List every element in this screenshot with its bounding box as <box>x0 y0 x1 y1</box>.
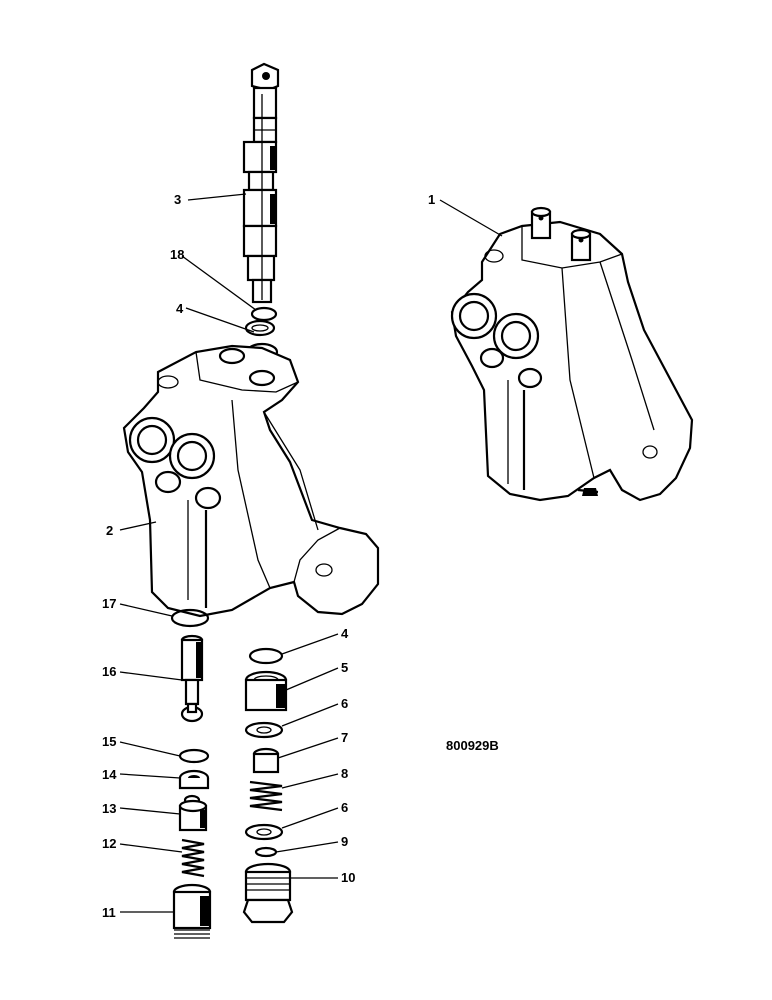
part-14-seat <box>178 769 210 790</box>
part-9-circlip <box>254 846 278 858</box>
part-18-washer <box>250 306 278 322</box>
callout-18: 18 <box>170 247 185 262</box>
callout-14: 14 <box>102 767 117 782</box>
part-12-spring <box>181 838 205 878</box>
callout-6-upper: 6 <box>341 696 349 711</box>
callout-10: 10 <box>341 870 356 885</box>
callout-2: 2 <box>106 523 114 538</box>
part-8-spring <box>249 780 283 812</box>
callout-3: 3 <box>174 192 182 207</box>
callout-4-top: 4 <box>176 301 184 316</box>
callout-5: 5 <box>341 660 349 675</box>
callout-15: 15 <box>102 734 117 749</box>
part-16-plunger <box>180 634 204 723</box>
part-5-cap <box>244 670 288 712</box>
part-11-plug <box>172 883 212 939</box>
callout-8: 8 <box>341 766 349 781</box>
callout-12: 12 <box>102 836 117 851</box>
callout-17: 17 <box>102 596 117 611</box>
part-6-washer-upper <box>244 721 284 739</box>
part-4-o-ring-lower <box>248 647 284 665</box>
callout-4-lower: 4 <box>341 626 349 641</box>
callout-7: 7 <box>341 730 349 745</box>
part-10-adjuster-plug <box>242 862 294 924</box>
part-2-valve-body <box>122 344 380 618</box>
part-4-ring-top <box>244 319 276 337</box>
part-1-valve-assembly <box>450 206 694 502</box>
callout-11: 11 <box>102 905 116 920</box>
callout-16: 16 <box>102 664 117 679</box>
callout-6-lower: 6 <box>341 800 349 815</box>
callout-1: 1 <box>428 192 436 207</box>
callout-9: 9 <box>341 834 349 849</box>
part-17-o-ring <box>170 608 210 628</box>
leader-lines <box>119 193 503 913</box>
part-7-bushing <box>252 747 280 774</box>
part-6-washer-lower <box>244 823 284 841</box>
part-15-o-ring <box>178 748 210 764</box>
drawing-code: 800929B <box>446 738 499 753</box>
callout-13: 13 <box>102 801 117 816</box>
part-3-spool <box>242 62 280 304</box>
part-13-guide <box>178 794 208 832</box>
